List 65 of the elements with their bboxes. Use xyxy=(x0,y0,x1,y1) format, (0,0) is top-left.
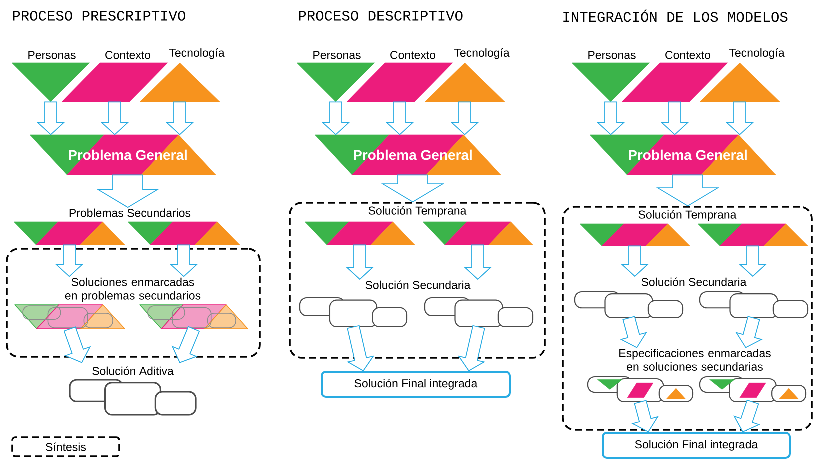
block-arrow xyxy=(346,325,375,372)
block-arrow xyxy=(170,244,198,278)
block-arrow xyxy=(100,102,130,136)
block-arrow xyxy=(736,316,763,348)
column-heading: PROCESO PRESCRIPTIVO xyxy=(13,11,186,21)
block-arrow xyxy=(458,325,486,372)
problem-band xyxy=(698,224,808,246)
specification-shapes xyxy=(699,376,807,403)
triangle: Personas xyxy=(12,51,90,102)
block-arrow xyxy=(726,102,754,136)
block-arrow xyxy=(36,102,66,136)
node-label: Contexto xyxy=(390,51,436,60)
block-arrow xyxy=(346,244,374,280)
solution-shapes xyxy=(299,297,408,328)
result-box: Solución Final integrada xyxy=(602,432,791,459)
specification-shapes xyxy=(587,376,694,403)
node-label: Tecnología xyxy=(454,48,510,60)
solution-shapes xyxy=(424,297,534,328)
solution-shapes xyxy=(574,291,684,319)
block-arrow xyxy=(464,244,492,280)
problem-band xyxy=(422,222,534,246)
node-label: Tecnología xyxy=(729,48,785,60)
solution-cluster xyxy=(140,304,248,330)
block-arrow xyxy=(632,400,659,433)
block-arrow xyxy=(620,316,648,348)
step-label: Especificaciones enmarcadas en soluciones secundarias xyxy=(620,349,771,371)
triangle: Personas xyxy=(572,51,650,102)
step-label: Solución Secundaria xyxy=(642,278,747,286)
node-label: Personas xyxy=(314,51,361,60)
column-heading: INTEGRACIÓN DE LOS MODELOS xyxy=(564,10,788,22)
block-arrow xyxy=(660,102,690,136)
block-arrow xyxy=(386,102,414,136)
block-arrow xyxy=(55,244,84,278)
legend-item: Síntesis xyxy=(12,436,120,458)
result-box: Solución Final integrada xyxy=(321,371,511,398)
node-label: Contexto xyxy=(666,51,711,60)
solution-shapes: Solución Aditiva xyxy=(69,366,197,416)
step-label: Problemas Secundarios xyxy=(70,208,191,218)
node-label: Personas xyxy=(28,51,76,60)
block-arrow xyxy=(620,246,650,278)
node-label: Personas xyxy=(588,51,636,60)
block-arrow xyxy=(596,102,626,136)
block-arrow xyxy=(734,400,760,433)
triangle: Personas xyxy=(296,51,376,102)
solution-shapes xyxy=(699,291,809,319)
block-arrow xyxy=(738,246,768,278)
block-arrow xyxy=(96,174,160,208)
block-arrow xyxy=(64,326,92,364)
node-label: Solución Aditiva xyxy=(92,366,174,376)
block-arrow xyxy=(322,102,350,136)
node-label: Tecnología xyxy=(169,48,225,60)
problem-band xyxy=(14,222,126,246)
column-heading: PROCESO DESCRIPTIVO xyxy=(299,11,463,21)
problem-band xyxy=(128,222,240,246)
problem-band xyxy=(580,224,690,246)
block-arrow xyxy=(656,174,720,207)
step-label: Solución Secundaria xyxy=(366,280,471,290)
dashed-frame xyxy=(6,248,261,358)
solution-cluster xyxy=(14,304,126,330)
block-arrow xyxy=(166,102,194,136)
problem-band xyxy=(304,222,416,246)
block-arrow xyxy=(381,174,445,203)
block-arrow xyxy=(450,102,480,136)
step-label: Soluciones enmarcadas en problemas secundarios xyxy=(65,278,201,302)
node-label: Contexto xyxy=(106,51,151,60)
